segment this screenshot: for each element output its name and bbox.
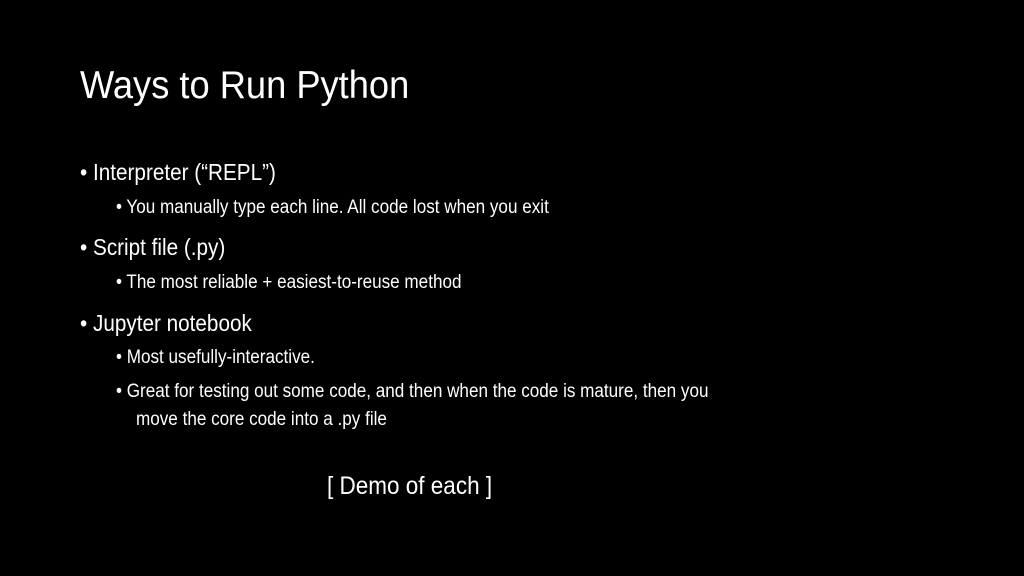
bullet-icon: •: [80, 159, 88, 185]
sub-bullet-label: You manually type each line. All code lo…: [126, 197, 549, 218]
bullet-icon: •: [80, 310, 88, 336]
sub-bullet-item: • Great for testing out some code, and t…: [116, 380, 708, 404]
bullet-item-jupyter: • Jupyter notebook: [80, 309, 252, 337]
slide-title: Ways to Run Python: [80, 64, 410, 107]
sub-bullet-continuation: move the core code into a .py file: [136, 408, 387, 432]
bullet-label: Interpreter (“REPL”): [93, 159, 276, 185]
bullet-icon: •: [116, 272, 122, 293]
sub-bullet-label: The most reliable + easiest-to-reuse met…: [126, 272, 462, 293]
bullet-icon: •: [116, 197, 122, 218]
sub-bullet-item: • Most usefully-interactive.: [116, 346, 315, 370]
bullet-icon: •: [116, 347, 122, 368]
sub-bullet-item: • The most reliable + easiest-to-reuse m…: [116, 271, 461, 295]
bullet-label: Script file (.py): [93, 234, 226, 260]
bullet-icon: •: [80, 234, 88, 260]
bullet-item-interpreter: • Interpreter (“REPL”): [80, 158, 276, 186]
sub-bullet-label: Great for testing out some code, and the…: [126, 381, 709, 402]
bullet-item-script-file: • Script file (.py): [80, 233, 225, 261]
sub-bullet-label: Most usefully-interactive.: [126, 347, 315, 368]
bullet-label: Jupyter notebook: [93, 310, 252, 336]
sub-bullet-label: move the core code into a .py file: [136, 409, 387, 430]
bullet-icon: •: [116, 381, 122, 402]
demo-note: [ Demo of each ]: [327, 472, 493, 500]
sub-bullet-item: • You manually type each line. All code …: [116, 196, 549, 220]
